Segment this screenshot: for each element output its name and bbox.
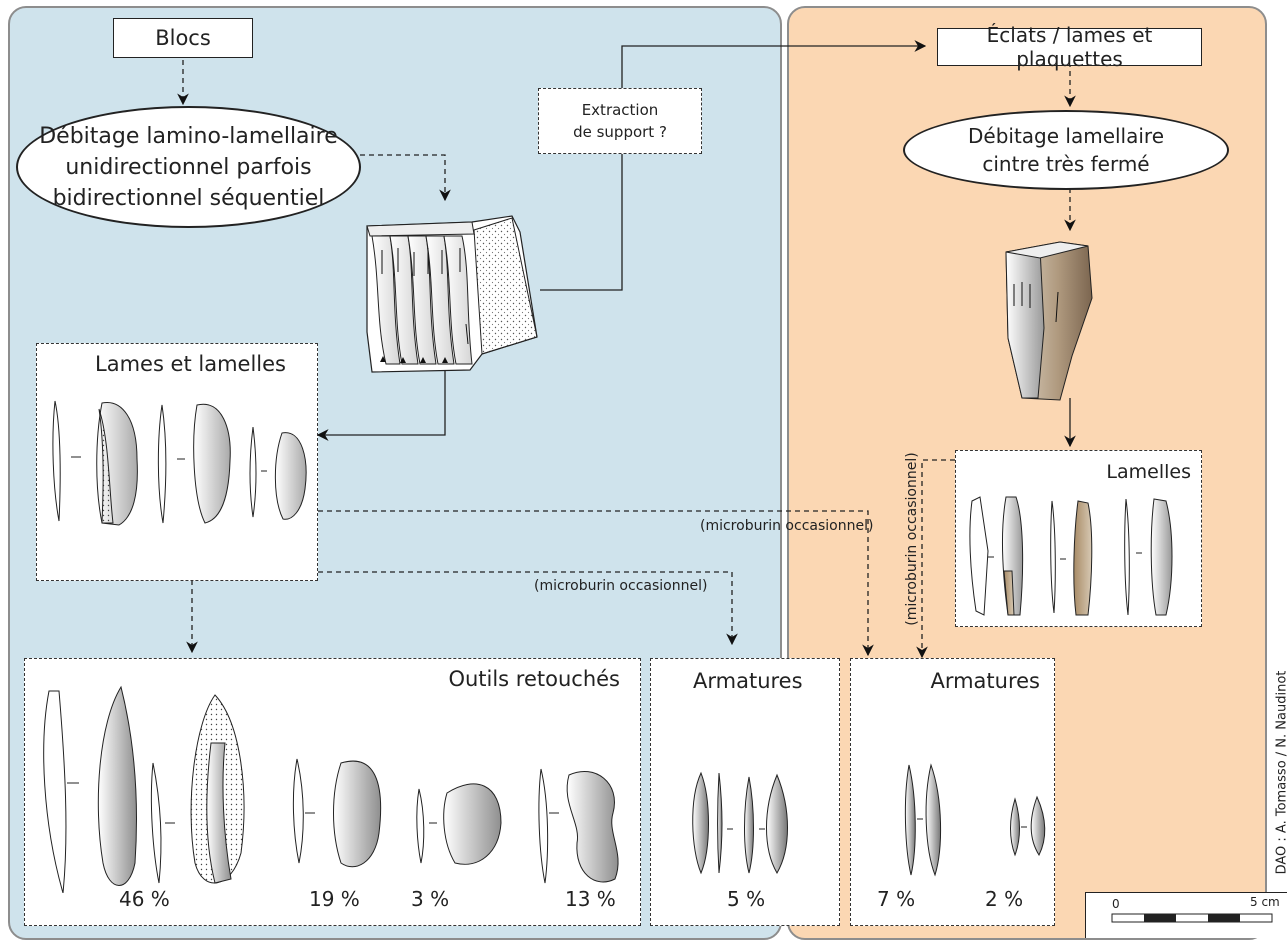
armatures-right-box: Armatures 7 % 2 % <box>850 658 1055 926</box>
microburin-note-vertical: (microburin occasionnel) <box>904 449 920 629</box>
microburin-note-mid: (microburin occasionnel) <box>700 518 873 534</box>
extraction-line-2: de support ? <box>573 121 667 143</box>
microburin-note-left: (microburin occasionnel) <box>534 578 707 594</box>
eclats-box: Éclats / lames et plaquettes <box>937 28 1202 66</box>
armatures-left-title: Armatures <box>693 669 803 693</box>
lamelles-title: Lamelles <box>1106 461 1191 483</box>
percent-outils-1: 46 % <box>119 887 170 911</box>
debitage-left-ellipse: Débitage lamino-lamellaire unidirectionn… <box>16 106 361 228</box>
percent-outils-3: 3 % <box>411 887 449 911</box>
percent-armatures-right-1: 7 % <box>877 887 915 911</box>
lamelles-box: Lamelles <box>955 450 1202 627</box>
armatures-left-box: Armatures 5 % <box>650 658 840 926</box>
percent-armatures-left: 5 % <box>727 887 765 911</box>
scale-bar-box: 0 5 cm <box>1085 892 1287 938</box>
extraction-box: Extraction de support ? <box>538 88 702 154</box>
debitage-left-line-2: unidirectionnel parfois <box>65 152 311 183</box>
percent-armatures-right-2: 2 % <box>985 887 1023 911</box>
armatures-right-title: Armatures <box>930 669 1040 693</box>
lames-lamelles-title: Lames et lamelles <box>95 352 286 376</box>
percent-outils-2: 19 % <box>309 887 360 911</box>
extraction-line-1: Extraction <box>582 99 659 121</box>
lames-lamelles-box: Lames et lamelles <box>36 343 318 581</box>
core-left-drawing <box>362 212 542 377</box>
scale-end: 5 cm <box>1250 895 1280 909</box>
armature-right-drawing <box>899 759 1049 879</box>
lamelle-drawing <box>968 491 1194 621</box>
debitage-right-ellipse: Débitage lamellaire cintre très fermé <box>903 110 1229 190</box>
debitage-right-line-2: cintre très fermé <box>982 150 1149 178</box>
debitage-left-line-1: Débitage lamino-lamellaire <box>39 121 338 152</box>
percent-outils-4: 13 % <box>565 887 616 911</box>
blocs-box: Blocs <box>113 18 253 58</box>
debitage-left-line-3: bidirectionnel séquentiel <box>53 183 325 214</box>
core-right-drawing <box>1000 238 1100 403</box>
credit-label: DAO : A. Tomasso / N. Naudinot <box>1275 653 1287 893</box>
debitage-right-line-1: Débitage lamellaire <box>968 122 1164 150</box>
scale-bar <box>1102 911 1282 925</box>
blocs-label: Blocs <box>155 26 211 50</box>
blade-drawing <box>47 399 309 529</box>
armature-drawing <box>687 769 807 879</box>
tool-drawing <box>35 683 635 893</box>
scale-start: 0 <box>1112 897 1120 911</box>
eclats-label: Éclats / lames et plaquettes <box>938 23 1201 71</box>
outils-box: Outils retouchés 46 % 19 % 3 % 13 % <box>24 658 641 926</box>
